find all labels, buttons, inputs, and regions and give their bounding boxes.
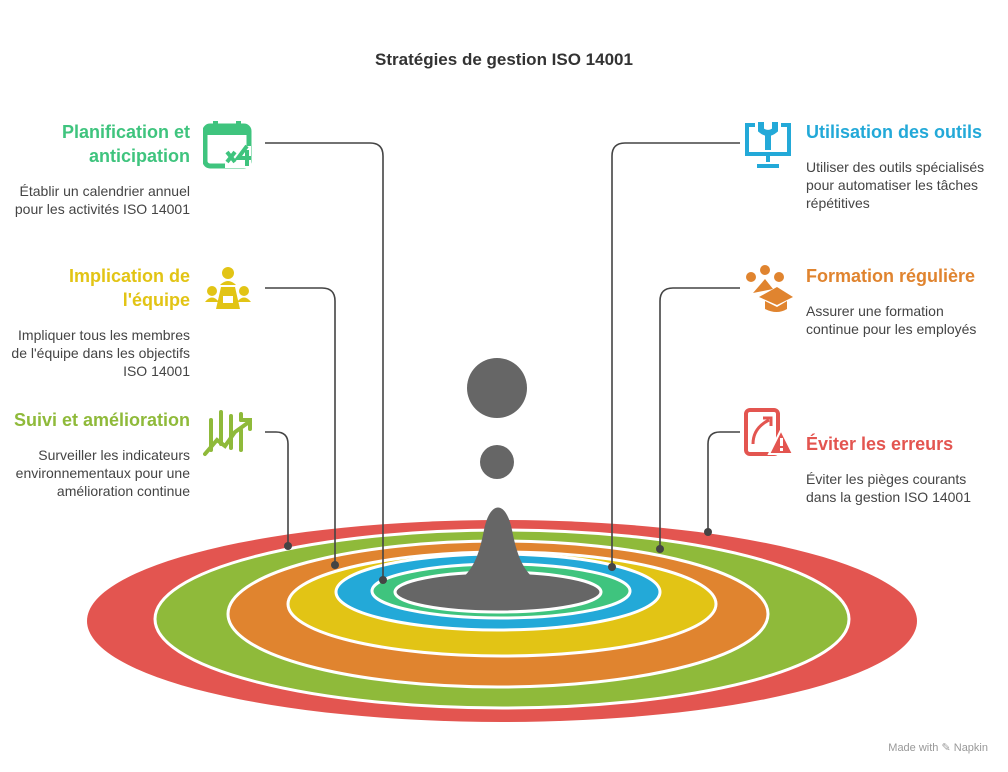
- strategy-title: Formation régulière: [806, 266, 976, 286]
- graduation-icon: [746, 265, 793, 312]
- strategy-title: Éviter les erreurs: [806, 434, 954, 454]
- strategy-implication: Implication de l'équipe Impliquer tous l…: [5, 264, 190, 380]
- connectors: [265, 142, 740, 580]
- strategy-suivi: Suivi et amélioration Surveiller les ind…: [5, 408, 190, 500]
- team-meeting-icon: [205, 267, 251, 309]
- strategy-title: Implication de l'équipe: [68, 266, 190, 310]
- strategy-desc: Établir un calendrier annuel pour les ac…: [14, 183, 190, 217]
- strategy-desc: Éviter les pièges courants dans la gesti…: [806, 471, 972, 505]
- strategy-desc: Utiliser des outils spécialisés pour aut…: [806, 159, 985, 211]
- strategy-title: Utilisation des outils: [806, 122, 983, 142]
- strategy-desc: Impliquer tous les membres de l'équipe d…: [11, 327, 190, 379]
- calendar-x4-icon: [203, 121, 252, 169]
- strategy-erreurs: Éviter les erreurs Éviter les pièges cou…: [806, 432, 996, 506]
- droplet-peak: [425, 507, 570, 592]
- droplet-large: [467, 358, 527, 418]
- strategy-planification: Planification et anticipation Établir un…: [5, 120, 190, 218]
- strategy-desc: Assurer une formation continue pour les …: [806, 303, 977, 337]
- monitor-wrench-icon: [745, 122, 791, 168]
- footer-credit: Made with ✎ Napkin: [888, 742, 988, 754]
- page-title: Stratégies de gestion ISO 14001: [375, 50, 633, 69]
- droplet-small: [480, 445, 514, 479]
- strategy-title: Suivi et amélioration: [13, 410, 190, 430]
- warning-path-icon: [744, 408, 793, 456]
- strategy-title: Planification et anticipation: [61, 122, 190, 166]
- strategy-outils: Utilisation des outils Utiliser des outi…: [806, 120, 996, 212]
- strategy-desc: Surveiller les indicateurs environnement…: [15, 447, 190, 499]
- growth-chart-icon: [203, 410, 252, 456]
- strategy-formation: Formation régulière Assurer une formatio…: [806, 264, 996, 338]
